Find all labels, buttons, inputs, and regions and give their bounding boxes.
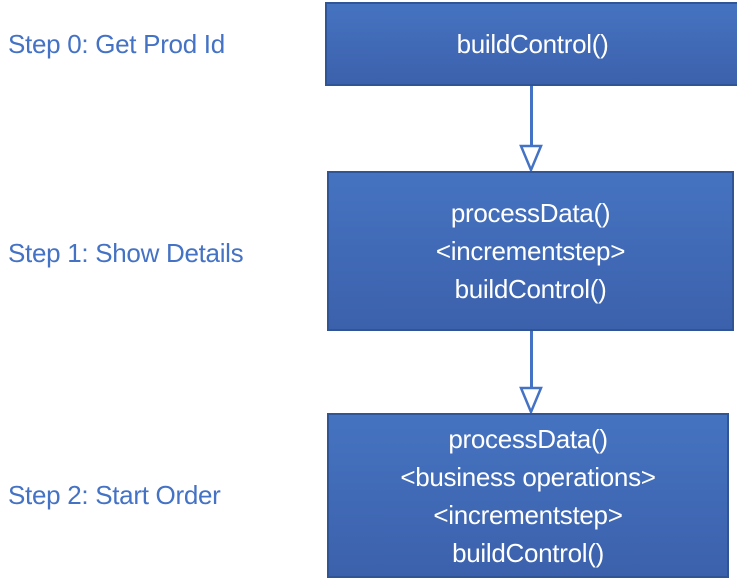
box-text-line: processData() [448,423,608,454]
box-text-line: <business operations> [400,461,656,492]
step-0-label: Step 0: Get Prod Id [8,29,225,59]
arrow-connector-line [530,86,533,146]
arrow-connector-line [530,331,533,389]
down-arrow-icon [519,386,543,414]
step-2-label: Step 2: Start Order [8,480,221,510]
box-text-line: buildControl() [456,29,609,59]
step-1-box: processData() <incrementstep> buildContr… [327,171,734,331]
step-0-box: buildControl() [325,2,737,86]
box-text-line: processData() [450,198,611,228]
step-2-box: processData() <business operations> <inc… [327,413,729,578]
box-text-line: buildControl() [452,537,604,568]
box-text-line: <incrementstep> [435,236,626,266]
step-1-label: Step 1: Show Details [8,238,244,268]
down-arrow-icon [519,144,543,172]
box-text-line: buildControl() [454,274,607,304]
box-text-line: <incrementstep> [433,499,623,530]
